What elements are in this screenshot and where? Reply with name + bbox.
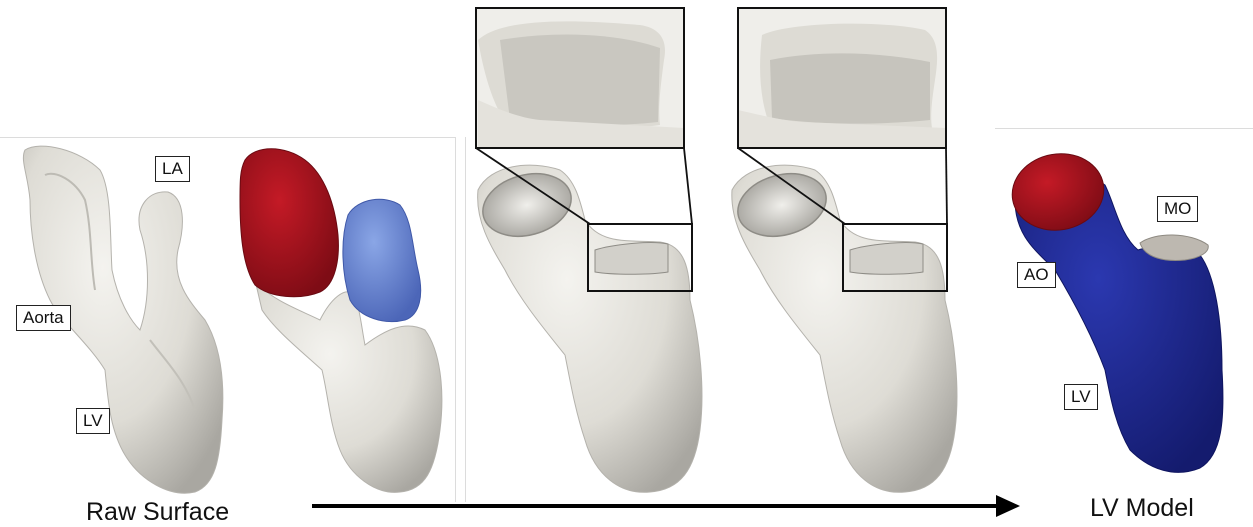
zoom-connector-left-b — [684, 148, 692, 224]
zoom-inset-left — [476, 8, 684, 148]
label-lv-raw: LV — [76, 408, 110, 434]
zoom-inset-right — [738, 8, 946, 148]
unsmoothed-model — [476, 164, 702, 492]
smoothed-model — [731, 164, 957, 492]
caption-raw-surface: Raw Surface — [86, 498, 229, 527]
process-arrow — [312, 495, 1020, 517]
label-ao: AO — [1017, 262, 1056, 288]
label-aorta: Aorta — [16, 305, 71, 331]
label-la: LA — [155, 156, 190, 182]
caption-lv-model: LV Model — [1090, 494, 1194, 523]
segmented-surface-model — [240, 149, 442, 493]
label-mo: MO — [1157, 196, 1198, 222]
zoom-connector-right-b — [946, 148, 947, 224]
label-lv-model: LV — [1064, 384, 1098, 410]
